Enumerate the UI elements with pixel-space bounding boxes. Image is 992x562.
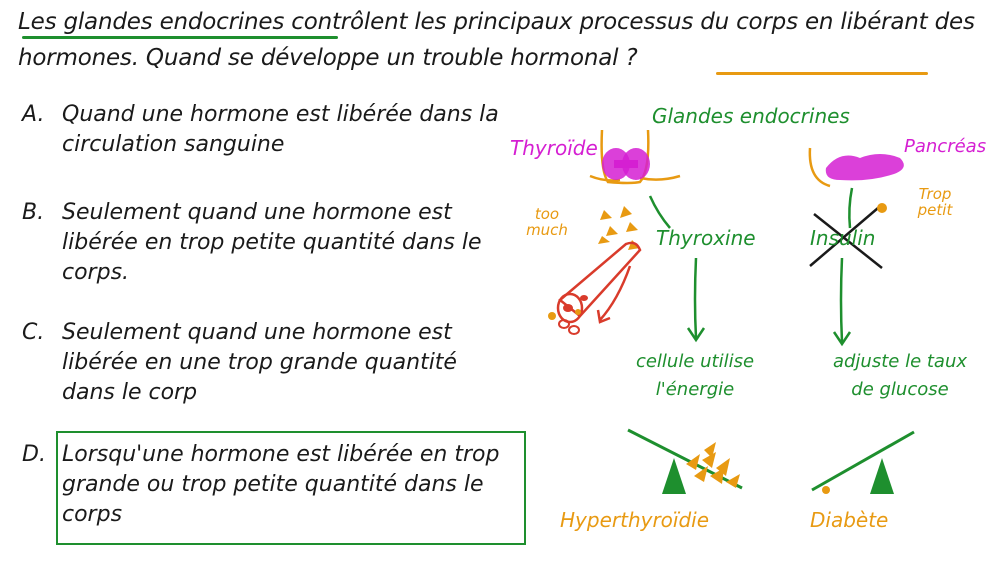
option-letter: B. (22, 200, 45, 225)
option-text: Seulement quand une hormone est libérée … (62, 200, 482, 285)
pancreas-label: Pancréas (904, 136, 987, 157)
insulin-dot (877, 203, 887, 213)
endocrine-diagram: Glandes endocrines Thyroïde Pancréas too… (490, 90, 992, 558)
option-letter: D. (22, 442, 46, 467)
diabete-label: Diabète (810, 508, 889, 532)
cross-out-icon (809, 207, 883, 269)
option-text: Quand une hormone est libérée dans la ci… (62, 102, 499, 157)
underline-glandes (22, 36, 338, 39)
option-c[interactable]: C. Seulement quand une hormone est libér… (22, 318, 457, 405)
diagram-drawing (548, 129, 915, 494)
arrow-down-icon (686, 257, 706, 343)
trop-petit-label: Trop petit (917, 185, 953, 219)
option-a[interactable]: A. Quand une hormone est libérée dans la… (22, 100, 499, 157)
diagram-title: Glandes endocrines (652, 104, 850, 128)
pancreas-icon (808, 147, 904, 188)
question-text: Les glandes endocrines contrôlent les pr… (18, 4, 978, 76)
balance-scale-right-icon (811, 430, 915, 494)
balance-scale-left-icon (627, 428, 743, 494)
question-middle: contrôlent les principaux processus du c… (18, 9, 975, 71)
option-letter: C. (22, 320, 45, 345)
question-prefix: Les glandes endocrines (18, 9, 285, 35)
selected-answer-box (56, 431, 526, 545)
insulin-label: Insulin (810, 226, 876, 250)
throat-line-left (589, 174, 621, 182)
thyroid-label: Thyroïde (510, 136, 598, 160)
thyroid-connector (648, 195, 671, 229)
arrow-down-icon (832, 257, 852, 347)
question-suffix: ? (618, 45, 638, 71)
option-text: Seulement quand une hormone est libérée … (62, 320, 457, 405)
option-b[interactable]: B. Seulement quand une hormone est libér… (22, 198, 482, 285)
pancreas-connector (848, 187, 854, 229)
too-much-label: too much (526, 205, 568, 239)
option-letter: A. (22, 102, 45, 127)
right-effect-label: adjuste le taux de glucose (832, 351, 968, 400)
thyroxine-label: Thyroxine (656, 226, 756, 250)
thyroid-gland-icon (602, 148, 650, 180)
option-d[interactable]: D. Lorsqu'une hormone est libérée en tro… (22, 440, 499, 527)
left-effect-label: cellule utilise l'énergie (635, 351, 755, 400)
blood-vessel-icon (548, 241, 642, 335)
throat-line-right (639, 174, 681, 181)
hyperthyroidie-label: Hyperthyroïdie (560, 508, 710, 532)
question-highlight: trouble hormonal (422, 45, 619, 71)
underline-trouble (716, 72, 928, 75)
option-text: Lorsqu'une hormone est libérée en trop g… (62, 442, 500, 527)
